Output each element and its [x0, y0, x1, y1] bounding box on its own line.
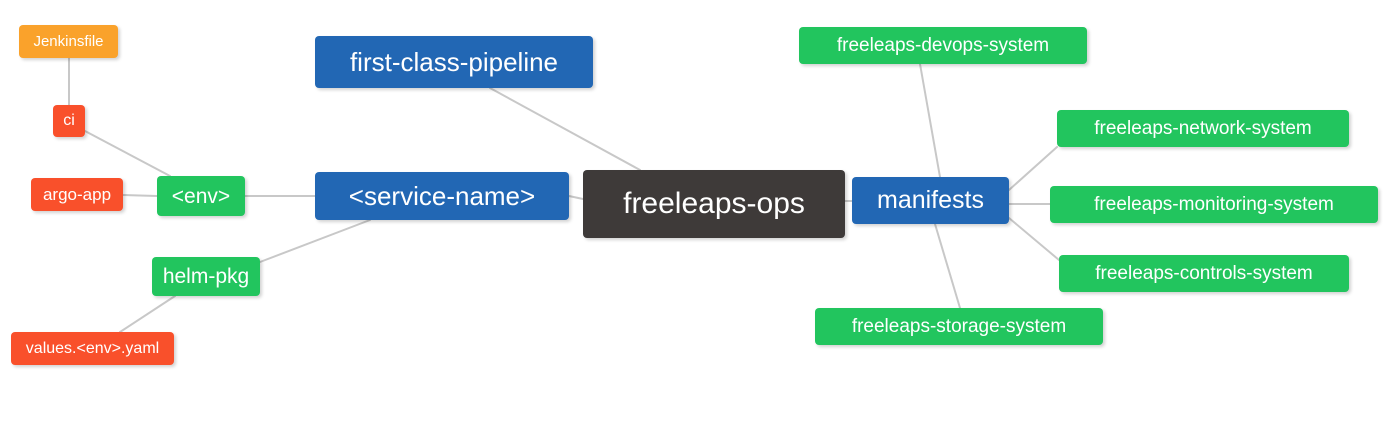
mindmap-node-root[interactable]: freeleaps-ops [583, 170, 845, 238]
edge-manifests-to-storage [934, 223, 961, 309]
node-label-manifests: manifests [877, 186, 984, 214]
edge-service-to-root [568, 195, 584, 200]
node-label-pipeline: first-class-pipeline [349, 47, 559, 77]
node-label-argo: argo-app [42, 185, 112, 204]
edge-helm-to-service [259, 219, 371, 263]
node-label-controls: freeleaps-controls-system [1095, 263, 1313, 284]
edge-manifests-to-network [1008, 146, 1058, 191]
edge-manifests-to-devops [919, 63, 941, 178]
mindmap-node-argo[interactable]: argo-app [31, 178, 123, 211]
node-label-monitoring: freeleaps-monitoring-system [1094, 194, 1334, 215]
mindmap-node-service[interactable]: <service-name> [315, 172, 569, 220]
mindmap-node-monitoring[interactable]: freeleaps-monitoring-system [1050, 186, 1378, 223]
node-label-service: <service-name> [348, 181, 536, 211]
edge-ci-to-env [84, 130, 171, 177]
edge-values-to-helm [119, 295, 176, 333]
mindmap-node-env[interactable]: <env> [157, 176, 245, 216]
node-label-root: freeleaps-ops [623, 187, 805, 220]
node-label-helm: helm-pkg [162, 265, 250, 288]
mindmap-node-devops[interactable]: freeleaps-devops-system [799, 27, 1087, 64]
edge-manifests-to-controls [1008, 217, 1060, 261]
node-label-jenkins: Jenkinsfile [33, 33, 104, 50]
node-label-devops: freeleaps-devops-system [836, 35, 1050, 56]
node-label-ci: ci [63, 112, 75, 129]
edge-pipeline-to-root [489, 87, 641, 171]
mindmap-node-values[interactable]: values.<env>.yaml [11, 332, 174, 365]
node-label-network: freeleaps-network-system [1094, 118, 1312, 139]
edge-argo-to-env [122, 194, 158, 197]
node-label-storage: freeleaps-storage-system [851, 316, 1067, 337]
mindmap-node-network[interactable]: freeleaps-network-system [1057, 110, 1349, 147]
mindmap-node-storage[interactable]: freeleaps-storage-system [815, 308, 1103, 345]
mindmap-node-pipeline[interactable]: first-class-pipeline [315, 36, 593, 88]
mindmap-node-manifests[interactable]: manifests [852, 177, 1009, 224]
mindmap-node-helm[interactable]: helm-pkg [152, 257, 260, 296]
mindmap-node-controls[interactable]: freeleaps-controls-system [1059, 255, 1349, 292]
mindmap-node-ci[interactable]: ci [53, 105, 85, 137]
node-label-values: values.<env>.yaml [25, 339, 160, 357]
node-label-env: <env> [171, 184, 231, 208]
mindmap-node-jenkins[interactable]: Jenkinsfile [19, 25, 118, 58]
